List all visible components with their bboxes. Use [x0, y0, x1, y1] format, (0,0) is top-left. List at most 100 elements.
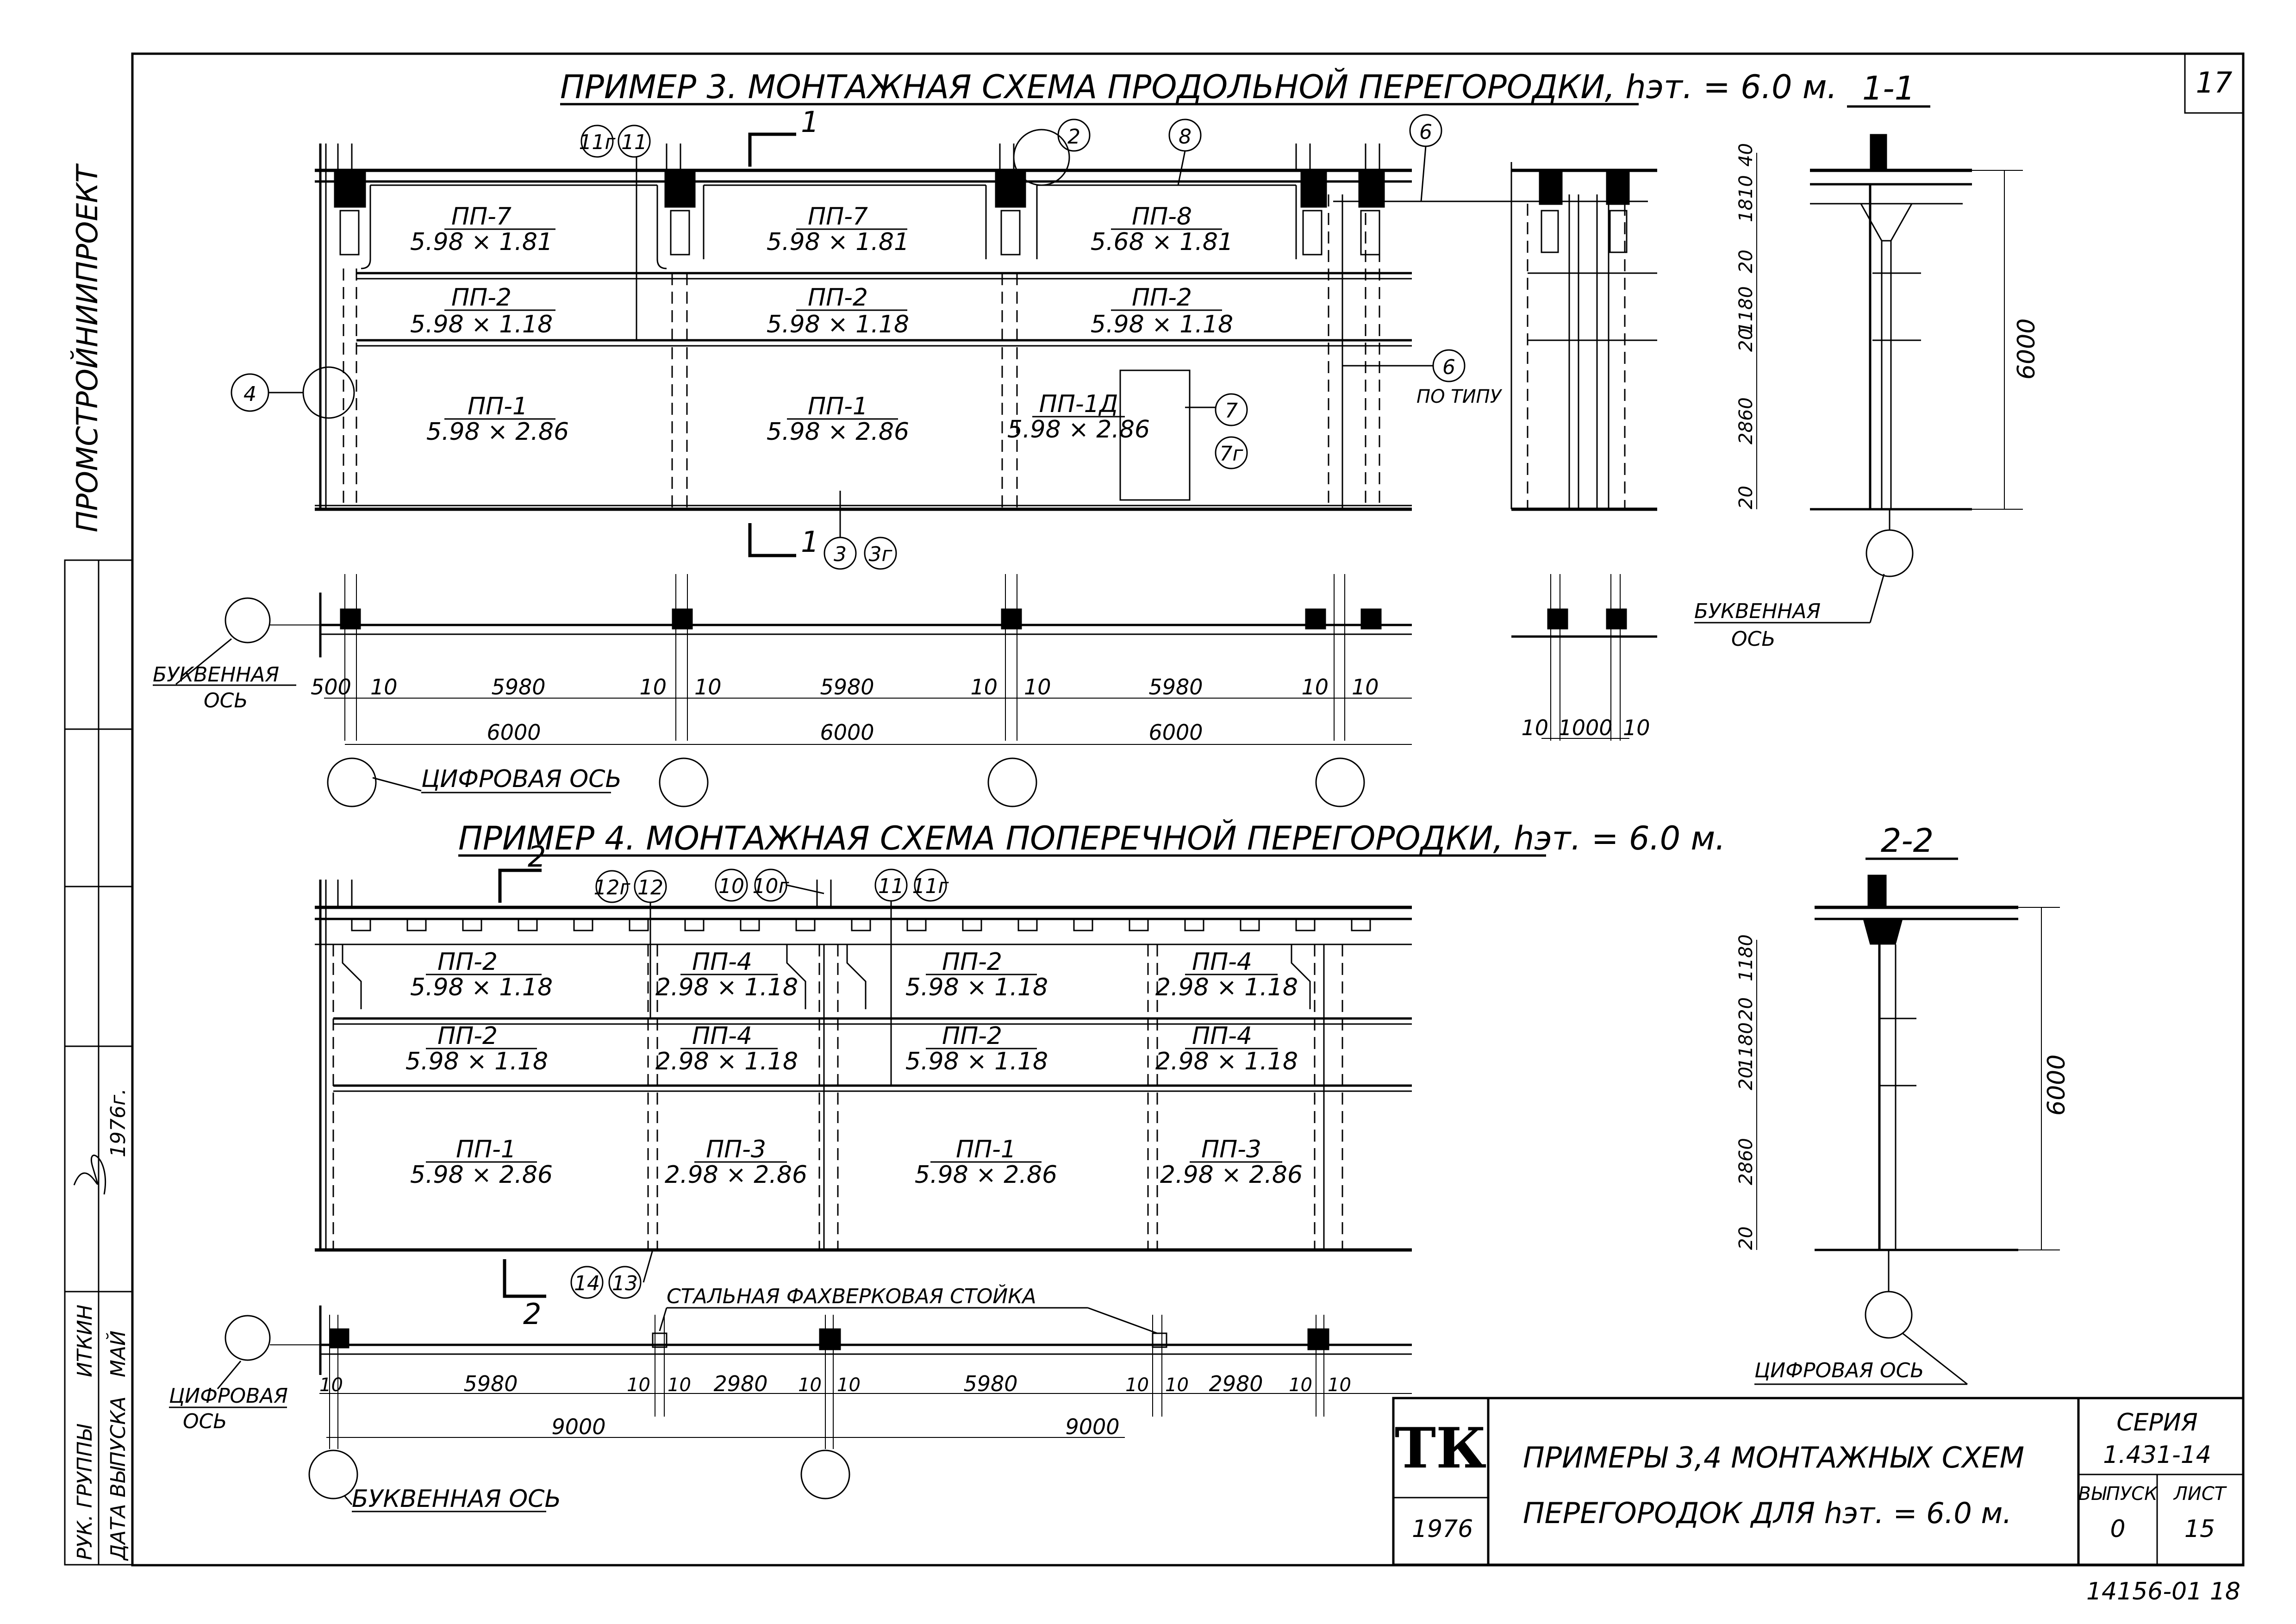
plan4-dim-10: 10 — [1289, 1374, 1312, 1396]
sheet-frame — [131, 52, 2245, 1567]
panel-label: ПП-1 — [468, 393, 528, 420]
callout-11: 11 — [878, 874, 904, 898]
page-number: 17 — [2196, 66, 2233, 100]
axis-bubble-letter — [225, 597, 271, 643]
strip-role-label: РУК. ГРУППЫ — [73, 1424, 97, 1560]
door-opening — [1119, 369, 1191, 501]
s2-dim-20: 20 — [1735, 1067, 1757, 1090]
plan4-dim-2980: 2980 — [1209, 1371, 1263, 1396]
plan4-dim-5980: 5980 — [463, 1371, 518, 1396]
example4-title: ПРИМЕР 4. МОНТАЖНАЯ СХЕМА ПОПЕРЕЧНОЙ ПЕР… — [458, 819, 1725, 857]
tk-logo-text: ТК — [1395, 1416, 1486, 1481]
plan4-letter-axis-label: БУКВЕННАЯ ОСЬ — [352, 1485, 561, 1513]
example4-panels: ПП-2 5.98 × 1.18 ПП-4 2.98 × 1.18 ПП-2 5… — [406, 948, 1303, 1189]
callout-7: 7 — [1225, 399, 1238, 423]
panel-label: ПП-1 — [456, 1136, 516, 1163]
title-line-1: ПРИМЕРЫ 3,4 МОНТАЖНЫХ СХЕМ — [1523, 1441, 2024, 1474]
panel-label: ПП-4 — [1192, 948, 1252, 976]
plan4-dim-9000: 9000 — [1065, 1414, 1119, 1439]
plan3-dim-5980: 5980 — [1148, 675, 1203, 700]
archive-number: 14156-01 18 — [2086, 1578, 2240, 1605]
callout-12g: 12г — [593, 876, 630, 899]
plan4-dim-10: 10 — [1328, 1374, 1351, 1396]
s2-dim-2860: 2860 — [1735, 1138, 1757, 1185]
s1-dim-6000: 6000 — [2013, 319, 2040, 380]
example3-title: ПРИМЕР 3. МОНТАЖНАЯ СХЕМА ПРОДОЛЬНОЙ ПЕР… — [560, 68, 1837, 106]
panel-label: ПП-1Д — [1039, 390, 1118, 418]
plan3-dim-6000: 6000 — [487, 720, 541, 745]
example3-callouts: 11г 11 2 8 6 6 ПО ТИПУ 7 7г 4 3 3г — [231, 105, 1648, 570]
s2-dim-6000: 6000 — [2043, 1055, 2071, 1116]
plan3-dim-500: 500 — [311, 675, 351, 700]
panel-label: ПП-1 — [956, 1136, 1016, 1163]
s1-dim-20: 20 — [1735, 328, 1757, 352]
plan4-dim-2980: 2980 — [713, 1371, 767, 1396]
panel-size: 5.98 × 2.86 — [410, 1161, 553, 1189]
s1-dim-40: 40 — [1735, 143, 1757, 167]
callout-14: 14 — [574, 1272, 600, 1295]
s1-dim-1810: 1810 — [1735, 175, 1757, 222]
panel-size: 5.98 × 2.86 — [1007, 416, 1150, 443]
section-mark-1-top: 1 — [801, 105, 819, 139]
plan3-letter-axis-label: БУКВЕННАЯ — [153, 663, 279, 687]
plan3-dim-5980: 5980 — [491, 675, 545, 700]
s2-dim-1180: 1180 — [1735, 934, 1757, 981]
panel-size: 2.98 × 1.18 — [1155, 1048, 1298, 1075]
panel-size: 5.98 × 1.18 — [410, 311, 553, 338]
section-mark-2-top: 2 — [528, 840, 546, 874]
panel-size: 5.98 × 1.18 — [1091, 311, 1233, 338]
plan3-dim-10: 10 — [639, 675, 667, 700]
example4-plan: 10 5980 10 10 2980 10 10 5980 10 10 2980… — [169, 1284, 1412, 1513]
plan3-dim-6000: 6000 — [820, 720, 874, 745]
section-2-2-title: 2-2 — [1881, 822, 1934, 860]
callout-10: 10 — [718, 874, 744, 898]
panel-size: 5.98 × 2.86 — [767, 418, 909, 446]
s1-dim-20: 20 — [1735, 486, 1757, 509]
section-1-1-title: 1-1 — [1862, 69, 1915, 107]
page-number-box — [2184, 53, 2244, 114]
callout-6-typical: 6 — [1442, 356, 1455, 379]
panel-label: ПП-2 — [942, 1022, 1002, 1050]
callout-8: 8 — [1179, 125, 1192, 149]
callout-10g: 10г — [752, 874, 789, 898]
panel-size: 5.98 × 1.81 — [410, 228, 553, 256]
section-mark-2-bottom: 2 — [523, 1297, 541, 1331]
example3-plan: 500 10 5980 10 10 5980 10 10 5980 10 10 … — [153, 574, 1412, 807]
panel-size: 5.98 × 2.86 — [426, 418, 569, 446]
plan4-dim-9000: 9000 — [551, 1414, 605, 1439]
panel-label: ПП-2 — [942, 948, 1002, 976]
side-dim-1000: 1000 — [1558, 715, 1612, 740]
callout-6-note: ПО ТИПУ — [1416, 386, 1503, 407]
panel-size: 2.98 × 1.18 — [1155, 974, 1298, 1001]
callout-4: 4 — [243, 382, 256, 406]
callout-11g: 11г — [912, 874, 949, 898]
panel-size: 2.98 × 1.18 — [655, 1048, 798, 1075]
callout-11g: 11г — [579, 131, 616, 154]
approval-strip: РУК. ГРУППЫ ДАТА ВЫПУСКА ИТКИН МАЙ 1976г… — [64, 559, 133, 1566]
callout-2: 2 — [1067, 125, 1080, 149]
plan3-dim-10: 10 — [694, 675, 722, 700]
plan4-dim-10: 10 — [319, 1374, 343, 1396]
s1-dim-1180: 1180 — [1735, 286, 1757, 333]
panel-size: 5.98 × 1.18 — [767, 311, 909, 338]
callout-7g: 7г — [1219, 442, 1243, 466]
series-value: 1.431-14 — [2103, 1441, 2211, 1469]
series-label: СЕРИЯ — [2116, 1409, 2198, 1437]
side-elevation: 10 1000 10 — [1510, 162, 1657, 741]
sheet-value: 15 — [2184, 1515, 2215, 1543]
issue-value: 0 — [2110, 1515, 2125, 1543]
side-dim-10: 10 — [1521, 715, 1548, 740]
organization-name: ПРОМСТРОЙНИИПРОЕКТ — [70, 163, 104, 532]
plan4-dim-10: 10 — [627, 1374, 650, 1396]
section-mark-1-bottom: 1 — [801, 525, 819, 559]
plan3-dim-10: 10 — [370, 675, 398, 700]
strip-year: 1976г. — [106, 1088, 130, 1157]
strip-date-label: ДАТА ВЫПУСКА — [106, 1396, 130, 1561]
sheet-label: ЛИСТ — [2173, 1483, 2227, 1505]
panel-size: 5.98 × 1.18 — [905, 974, 1048, 1001]
plan3-dim-10: 10 — [1352, 675, 1379, 700]
panel-label: ПП-2 — [1132, 284, 1192, 312]
strip-month: МАЙ — [106, 1330, 130, 1377]
